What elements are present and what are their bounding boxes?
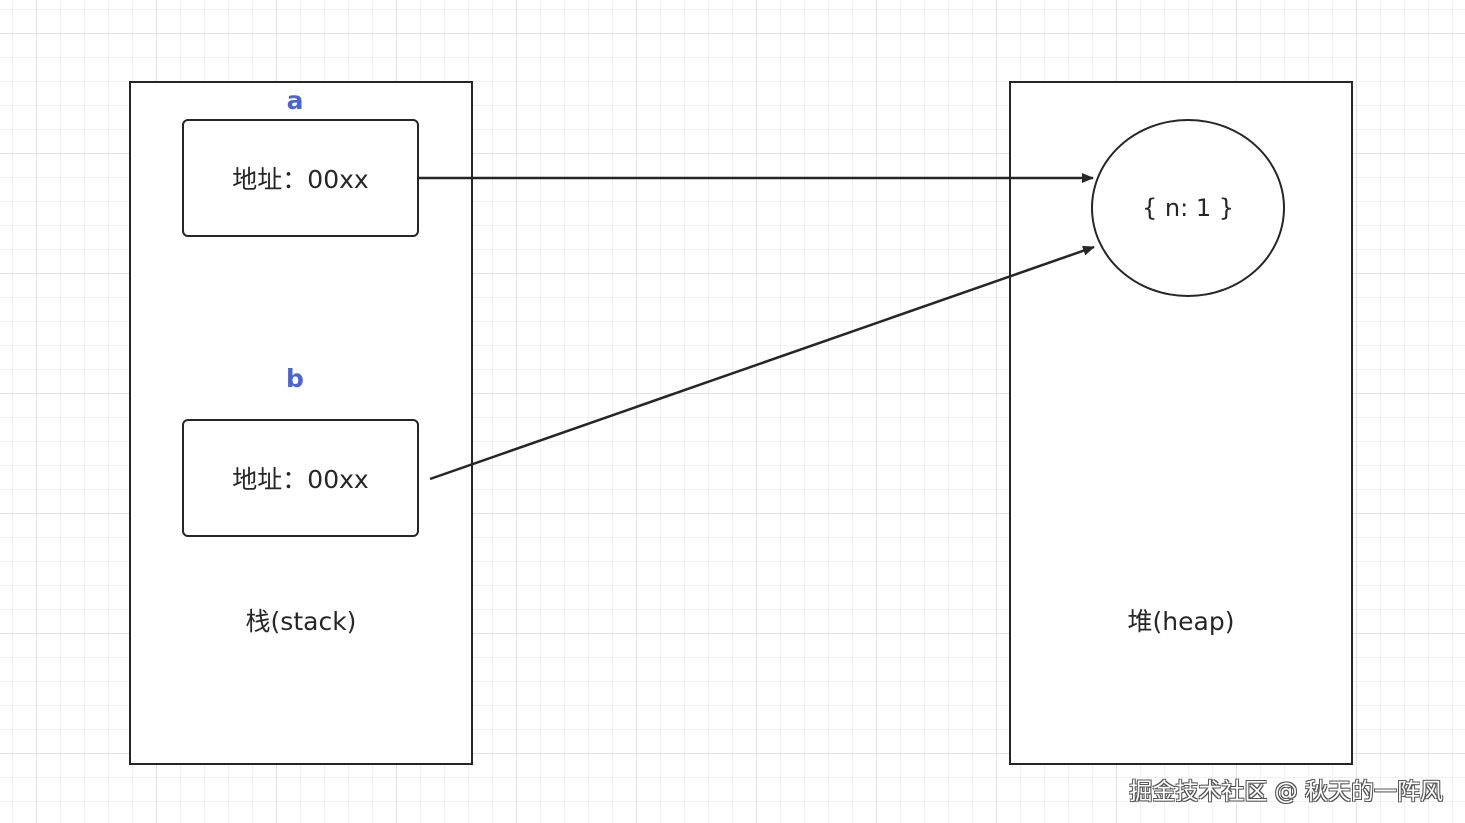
heap-title: 堆(heap) [1127,607,1235,636]
heap-object-ellipse: { n: 1 } [1091,119,1285,297]
heap-object-text: { n: 1 } [1142,194,1234,222]
variable-b-address: 地址：00xx [232,465,369,494]
variable-a-label: a [286,86,304,115]
variable-a-address: 地址：00xx [232,165,369,194]
watermark: 掘金技术社区 @ 秋天的一阵风 [1129,779,1443,805]
arrow-b-to-object [429,245,1095,481]
variable-b-box: 地址：00xx [182,419,419,537]
stack-title: 栈(stack) [245,607,357,636]
variable-b-label: b [286,364,304,393]
variable-a-box: 地址：00xx [182,119,419,237]
